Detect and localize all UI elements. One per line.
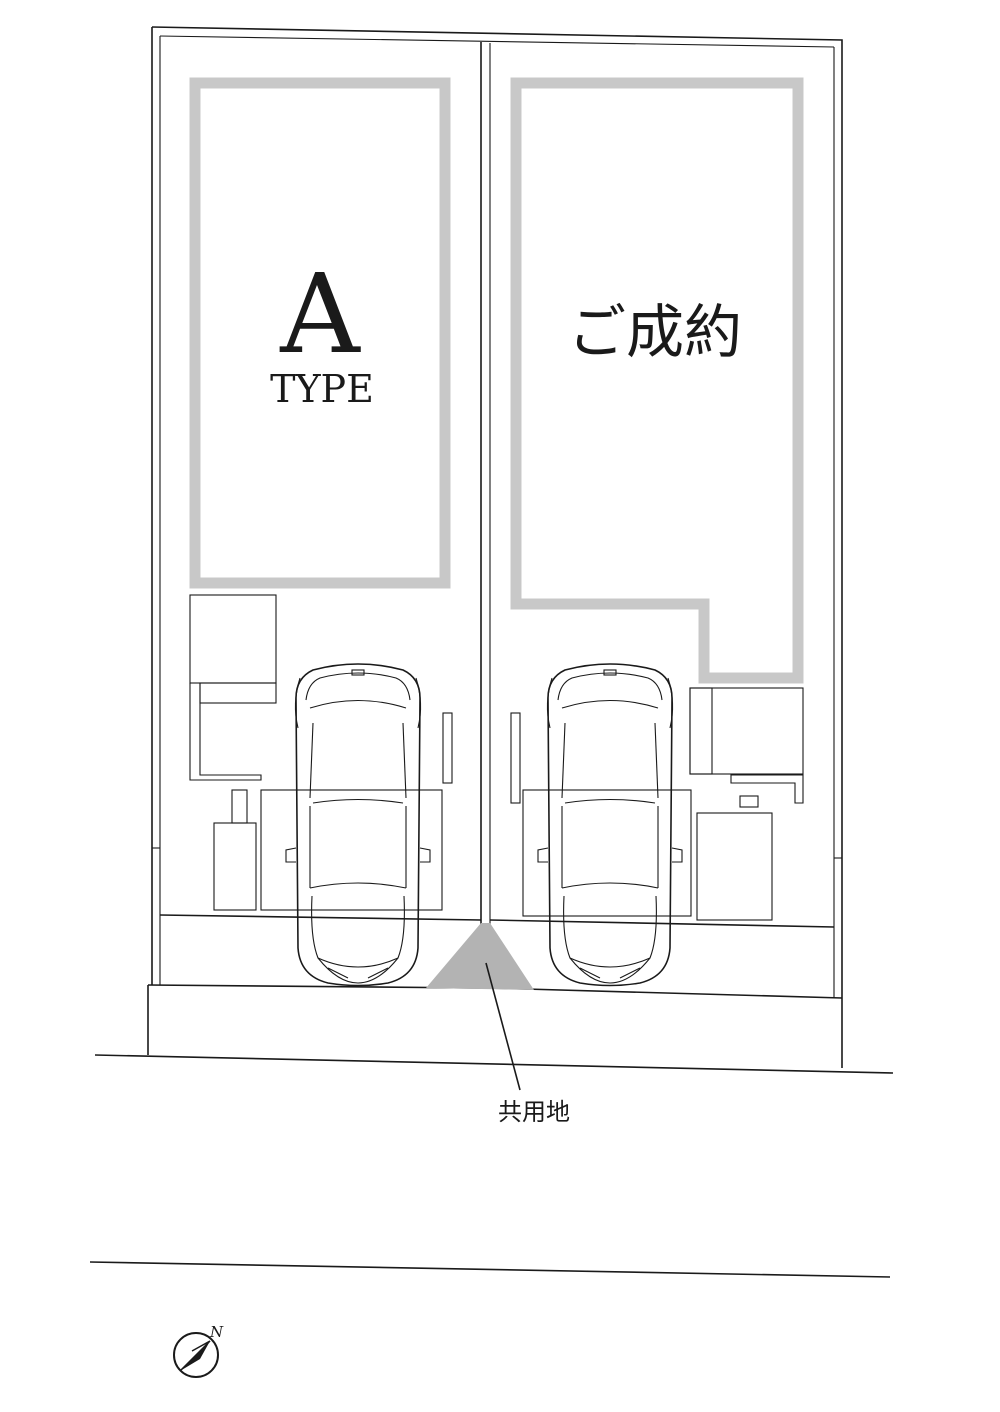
- shared-area-leader: [485, 962, 521, 1091]
- house-outline-b: [510, 77, 804, 684]
- lot-division: [480, 42, 491, 988]
- front-strip: [147, 914, 843, 1055]
- car-lot-a: [285, 663, 431, 987]
- site-boundary: [151, 26, 843, 1068]
- lot-b-exterior: [510, 687, 804, 921]
- car-lot-b: [537, 663, 683, 987]
- shared-area: [426, 923, 534, 990]
- lot-a-exterior: [189, 594, 453, 911]
- house-outline-a: [189, 77, 451, 589]
- compass-icon: N: [173, 1323, 224, 1378]
- compass-north-label: N: [209, 1323, 224, 1341]
- type-letter: A: [279, 250, 361, 378]
- contracted-label: ご成約: [568, 298, 742, 366]
- shared-area-label: 共用地: [498, 1098, 570, 1126]
- type-word: TYPE: [270, 367, 374, 411]
- road: [89, 1054, 894, 1278]
